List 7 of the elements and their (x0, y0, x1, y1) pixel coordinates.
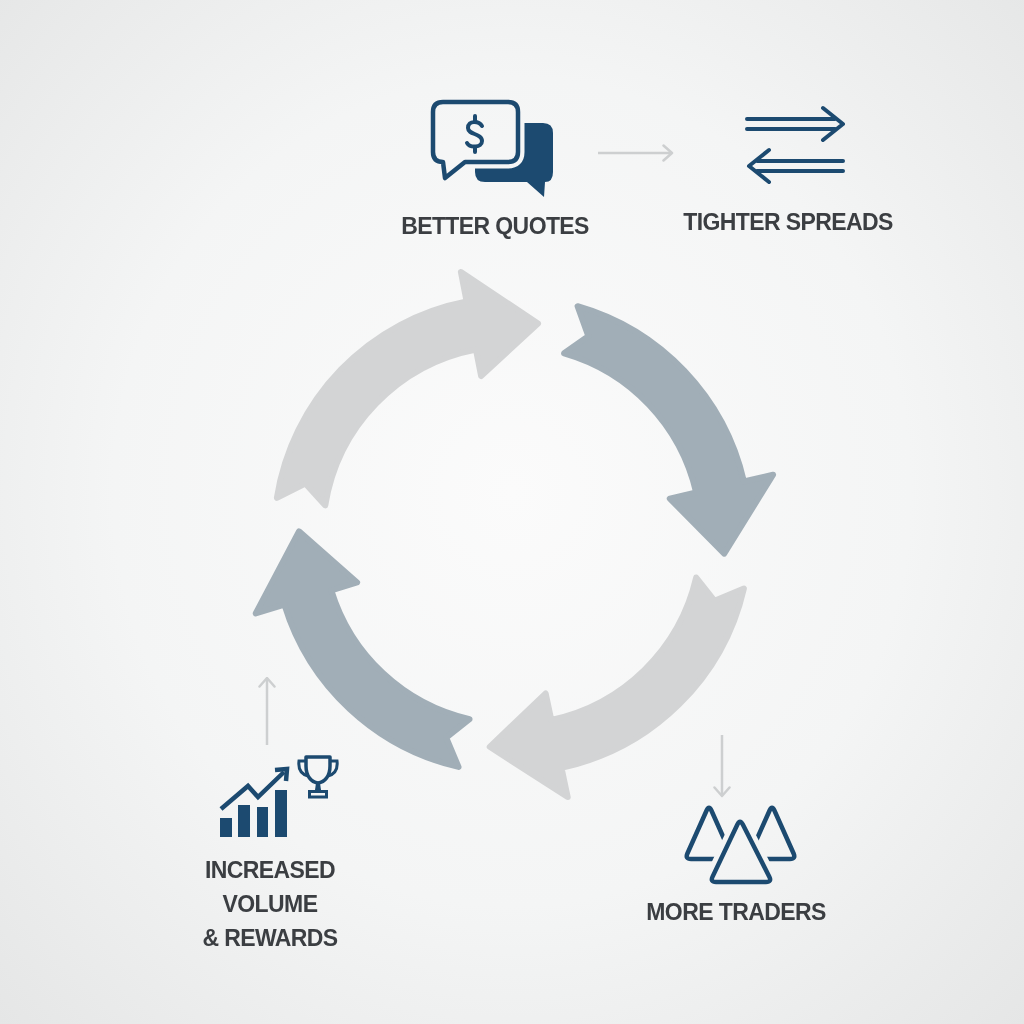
step-label: MORE TRADERS (645, 898, 827, 926)
step-label: INCREASED VOLUME & REWARDS (201, 856, 339, 953)
arrow (598, 144, 674, 162)
arrow (713, 735, 731, 798)
arrow (258, 676, 276, 745)
step-label: TIGHTER SPREADS (682, 208, 894, 236)
step-label: BETTER QUOTES (400, 212, 590, 240)
